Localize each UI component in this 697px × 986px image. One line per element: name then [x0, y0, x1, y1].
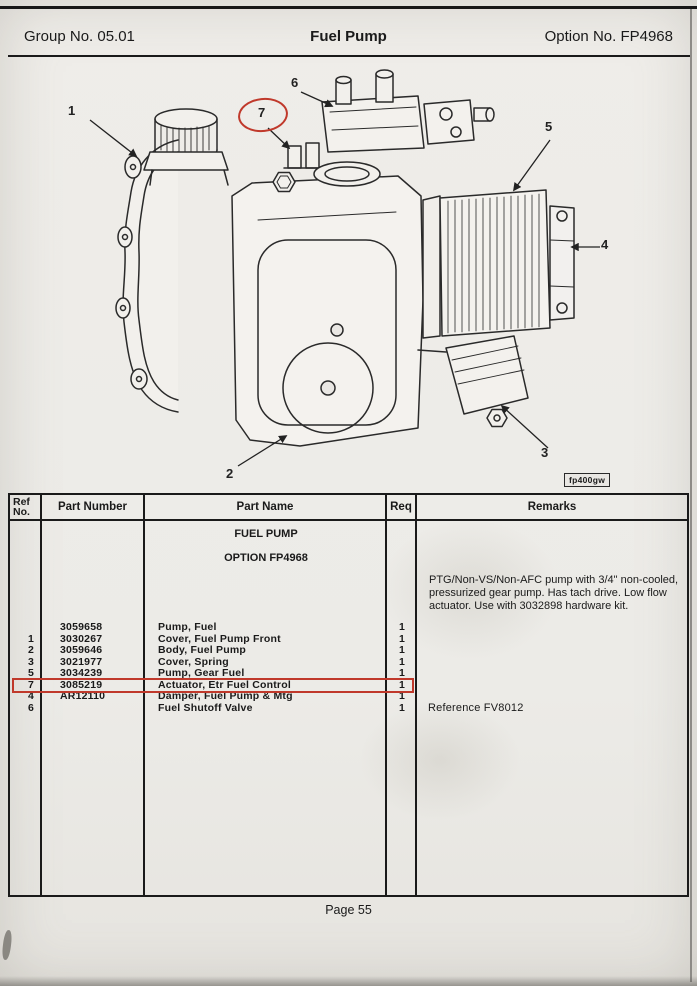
table-row: 5 3034239 Pump, Gear Fuel 1: [10, 667, 687, 680]
remarks-note: PTG/Non-VS/Non-AFC pump with 3/4" non-co…: [429, 574, 679, 612]
figure-code-label: fp400gw: [564, 473, 611, 487]
column-header-part-number: Part Number: [42, 495, 145, 519]
cell-part-number: 3021977: [60, 655, 103, 668]
cell-part-name: Cover, Spring: [158, 655, 229, 668]
table-row: 2 3059646 Body, Fuel Pump 1: [10, 644, 687, 657]
cell-part-name: Body, Fuel Pump: [158, 644, 246, 656]
cell-req: 1: [398, 644, 406, 656]
column-divider: [143, 521, 145, 895]
scan-bottom-shadow: [0, 976, 697, 986]
ref-label-line2: No.: [13, 506, 30, 518]
callout-4: 4: [601, 237, 609, 252]
cell-remarks: [417, 691, 687, 703]
cell-remarks: [417, 645, 687, 657]
callout-1: 1: [68, 103, 76, 118]
cell-req: 1: [398, 667, 406, 679]
callout-6: 6: [291, 75, 299, 90]
cell-part-name: Cover, Fuel Pump Front: [158, 632, 281, 645]
table-row: 3059658 Pump, Fuel 1: [10, 621, 687, 634]
page-title: Fuel Pump: [310, 28, 387, 45]
cell-part-name: Actuator, Etr Fuel Control: [158, 678, 291, 691]
callout-3: 3: [541, 445, 549, 460]
cell-part-number: AR12110: [60, 690, 106, 702]
callout-7: 7: [258, 105, 266, 120]
column-divider: [40, 521, 42, 895]
cell-remarks: [417, 668, 687, 680]
scan-top-edge: [0, 6, 697, 9]
cell-remarks: [417, 657, 687, 669]
column-divider: [385, 521, 387, 895]
cell-part-name: Fuel Shutoff Valve: [158, 701, 253, 714]
cell-part-number: 3085219: [60, 678, 103, 691]
table-row: 4 AR12110 Damper, Fuel Pump & Mtg 1: [10, 690, 687, 703]
cell-part-number: 3059646: [60, 644, 103, 656]
column-header-ref: Ref No.: [10, 495, 42, 519]
parts-table: Ref No. Part Number Part Name Req Remark…: [8, 493, 689, 897]
ref-label-line1: Ref: [13, 495, 30, 508]
column-header-remarks: Remarks: [527, 501, 577, 513]
callout-2: 2: [226, 466, 234, 481]
parts-table-header: Ref No. Part Number Part Name Req Remark…: [10, 495, 687, 521]
table-row-highlighted: 7 3085219 Actuator, Etr Fuel Control 1: [10, 678, 687, 692]
cell-part-name: Damper, Fuel Pump & Mtg: [158, 690, 293, 702]
scan-smudge: [1, 929, 13, 961]
cell-ref: [10, 622, 42, 634]
cell-req: 1: [398, 655, 406, 668]
column-header-part-name: Part Name: [145, 495, 387, 519]
cell-ref: 2: [27, 644, 34, 656]
cell-remarks: [417, 634, 687, 646]
cell-req: 1: [398, 632, 406, 645]
section-subtitle: OPTION FP4968: [224, 552, 308, 564]
cell-ref: 4: [27, 690, 34, 702]
cell-part-number: 3034239: [60, 667, 103, 679]
header-divider: [8, 55, 690, 57]
row-7-highlight-box: [12, 678, 414, 693]
cell-part-number: 3059658: [60, 621, 103, 633]
fuel-pump-line-drawing: [89, 69, 600, 467]
cell-ref: 6: [27, 701, 34, 714]
column-header-req: Req: [387, 495, 417, 519]
section-title: FUEL PUMP: [234, 528, 298, 540]
callout-5: 5: [545, 119, 553, 134]
cell-ref: 3: [27, 655, 34, 668]
group-number: Group No. 05.01: [24, 28, 135, 45]
cell-part-number: 3030267: [60, 632, 103, 645]
cell-remarks: Reference FV8012: [428, 701, 524, 714]
cell-ref: 1: [27, 632, 34, 645]
cell-part-name: Pump, Fuel: [158, 621, 217, 633]
cell-req: 1: [398, 678, 406, 691]
table-row: 1 3030267 Cover, Fuel Pump Front 1: [10, 632, 687, 646]
parts-rows: 3059658 Pump, Fuel 1 1 3030267 Cover, Fu…: [10, 621, 687, 715]
cell-ref: 7: [27, 678, 34, 691]
cell-remarks: [417, 680, 687, 692]
cell-req: 1: [398, 701, 406, 714]
table-row: 3 3021977 Cover, Spring 1: [10, 655, 687, 669]
table-row: 6 Fuel Shutoff Valve 1 Reference FV8012: [10, 701, 687, 715]
cell-req: 1: [398, 621, 406, 633]
scan-right-edge: [690, 9, 692, 982]
cell-part-number: [42, 703, 145, 715]
cell-req: 1: [398, 690, 406, 702]
cell-remarks: [417, 622, 687, 634]
page-number: Page 55: [325, 903, 372, 917]
option-number: Option No. FP4968: [544, 28, 673, 45]
cell-part-name: Pump, Gear Fuel: [158, 667, 245, 679]
column-divider: [415, 521, 417, 895]
parts-table-body: FUEL PUMP OPTION FP4968 PTG/Non-VS/Non-A…: [10, 521, 687, 895]
cell-ref: 5: [27, 667, 34, 679]
